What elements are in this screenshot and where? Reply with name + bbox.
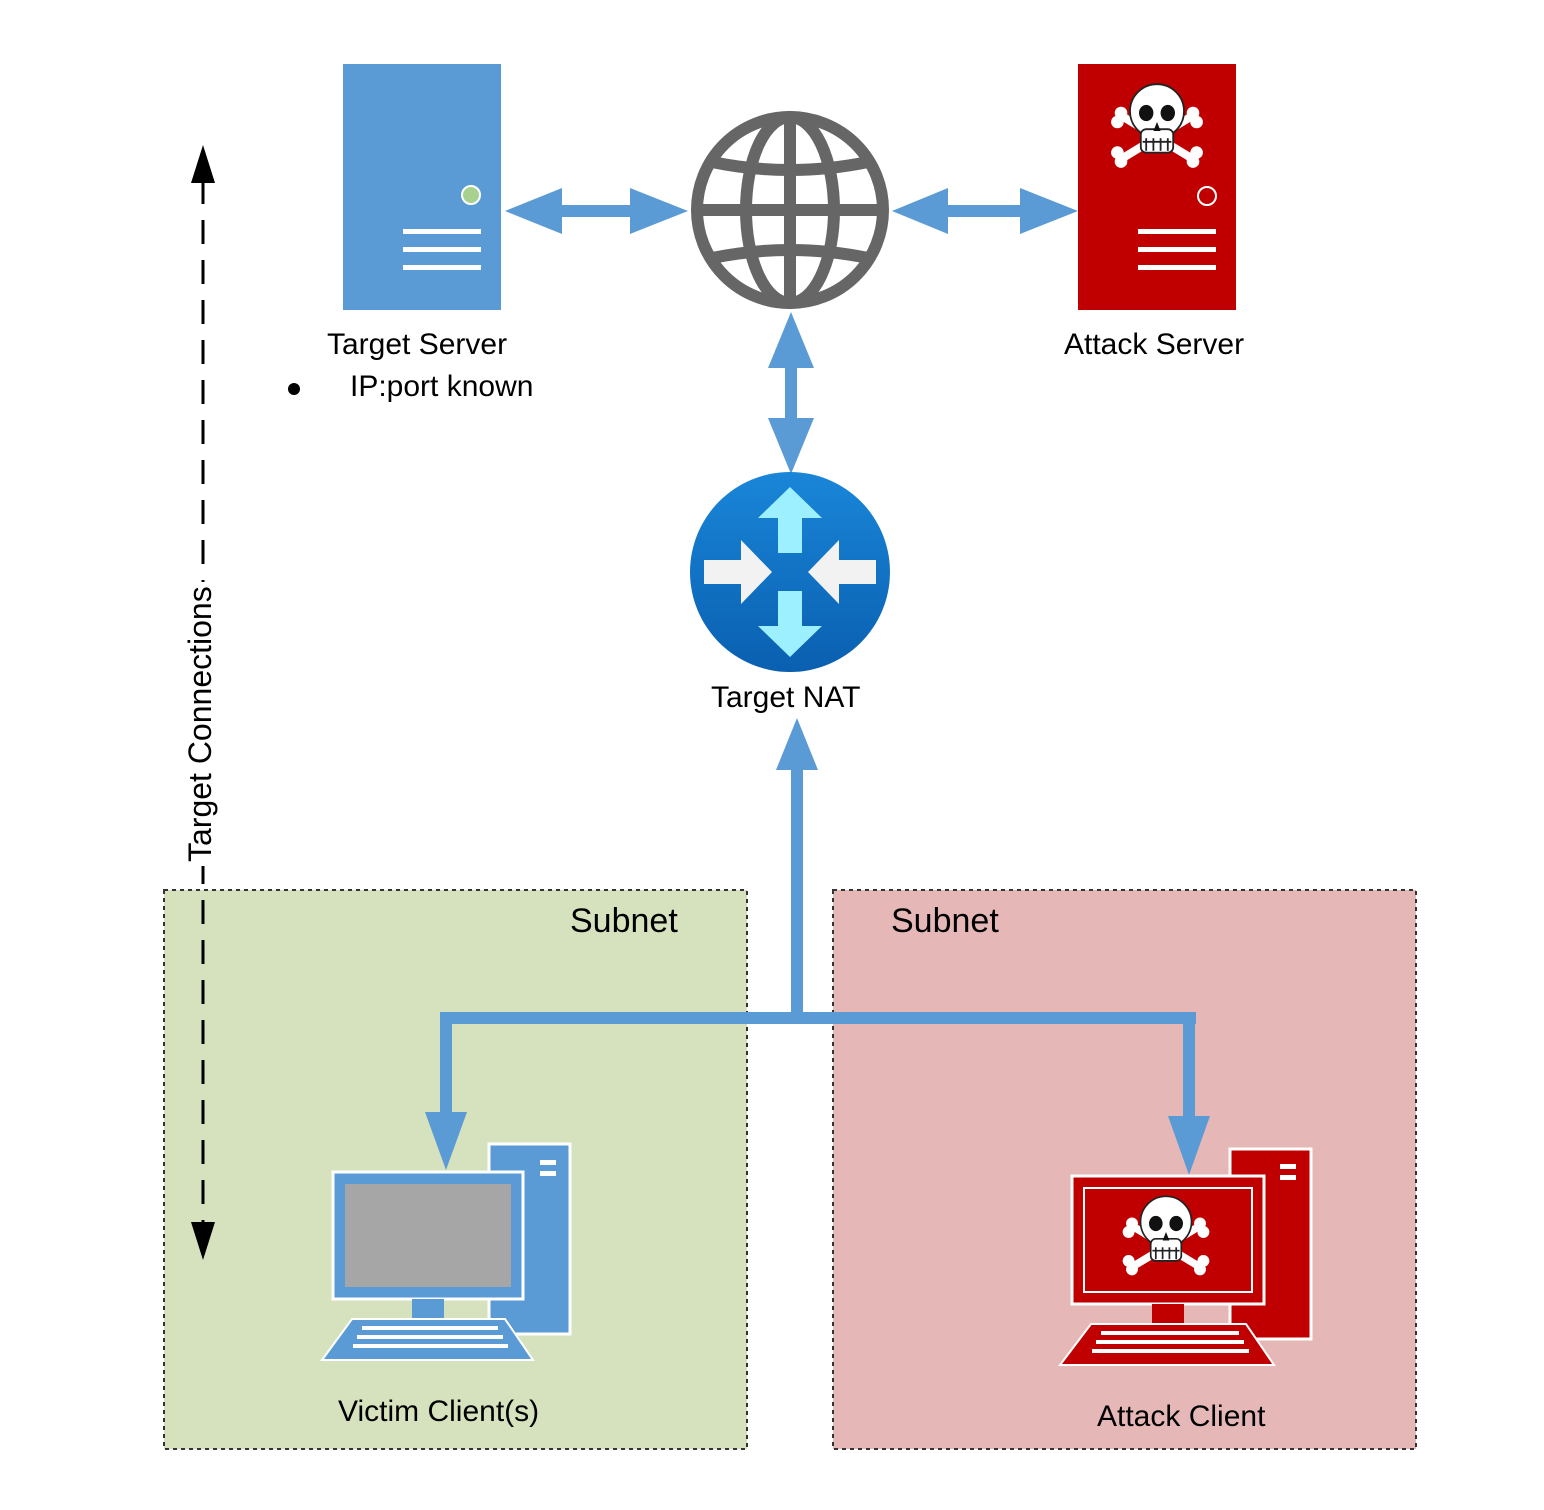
victim-client-label: Victim Client(s) xyxy=(338,1395,540,1428)
attack-client-label: Attack Client xyxy=(1097,1400,1266,1433)
router-icon xyxy=(690,472,890,672)
arrowhead-up xyxy=(191,145,215,183)
link-globe-nat xyxy=(768,312,814,474)
subnet-left-box xyxy=(163,889,748,1450)
target-nat-label: Target NAT xyxy=(711,681,861,714)
arrowhead-down xyxy=(191,1222,215,1260)
subnet-left-label: Subnet xyxy=(570,902,678,940)
attack-computer-icon xyxy=(1057,1147,1313,1366)
victim-computer-icon xyxy=(320,1142,572,1361)
subnet-right-label: Subnet xyxy=(891,902,999,940)
target-server-label: Target Server xyxy=(327,328,508,361)
attack-server-icon xyxy=(1078,64,1236,310)
link-subnets-nat xyxy=(425,718,1210,1175)
target-server-bullet-text: IP:port known xyxy=(350,370,534,403)
bullet-dot xyxy=(288,383,300,395)
attack-server-label: Attack Server xyxy=(1064,328,1245,361)
globe-icon xyxy=(691,111,889,309)
target-connections-label: Target Connections xyxy=(182,582,218,866)
link-globe-attack-server xyxy=(892,188,1078,234)
link-server-globe xyxy=(505,188,688,234)
target-server-icon xyxy=(343,64,501,310)
